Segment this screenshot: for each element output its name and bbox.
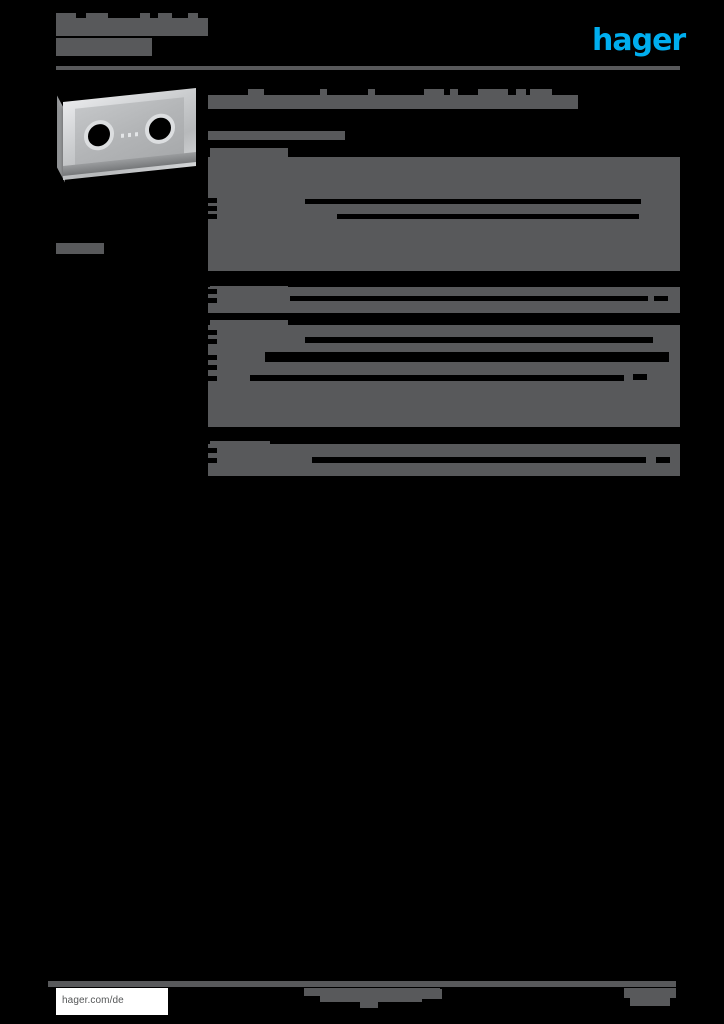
title-ascender [450, 89, 458, 95]
header-title-ascender [188, 13, 198, 19]
spec-row-notch [208, 206, 217, 211]
spec-leader-line [305, 337, 653, 343]
product-image [57, 88, 200, 185]
title-ascender [478, 89, 508, 95]
footer-page-number [624, 988, 676, 998]
spec-group-3-label [210, 320, 288, 329]
spec-row-notch [208, 289, 217, 294]
footer-center-text [320, 996, 422, 1002]
spec-value-gap [654, 296, 668, 301]
socket-cutout-right [145, 112, 175, 146]
footer-url-link[interactable]: hager.com/de [62, 995, 124, 1006]
spec-row-notch [208, 376, 217, 381]
spec-row-notch [208, 298, 217, 303]
title-ascender [516, 89, 526, 95]
spec-row-notch [208, 448, 217, 453]
spec-value-gap [656, 457, 670, 463]
spec-row-notch [208, 198, 217, 203]
header-title-ascender [158, 13, 172, 19]
socket-cutout-left [84, 118, 114, 152]
spec-row-notch [208, 214, 217, 219]
header-title-line-2 [56, 38, 152, 56]
main-subtitle-bar [208, 131, 345, 140]
spec-leader-line [265, 352, 669, 362]
spec-row-notch [208, 330, 217, 335]
title-ascender [530, 89, 552, 95]
hager-logo: hager [592, 23, 686, 58]
indicator-dots [121, 132, 141, 138]
footer-center-text [384, 989, 442, 999]
footer-page-number [630, 998, 670, 1006]
spec-row-notch [208, 458, 217, 463]
spec-value-gap [633, 374, 647, 380]
spec-leader-line [290, 296, 648, 301]
header-divider [56, 66, 680, 70]
footer-center-text [304, 988, 440, 996]
footer-url-box[interactable]: hager.com/de [56, 988, 168, 1015]
header-title-ascender [86, 13, 108, 19]
spec-row-notch [208, 365, 217, 370]
title-ascender [368, 89, 375, 95]
main-title-bar [208, 95, 578, 109]
spec-group-1-label [210, 148, 288, 158]
title-ascender [424, 89, 444, 95]
spec-leader-line [305, 199, 641, 204]
header-title-ascender [56, 13, 76, 19]
spec-leader-line [312, 457, 646, 463]
spec-row-notch [208, 339, 217, 344]
header-title-line-1 [56, 18, 208, 36]
header-title-ascender [140, 13, 150, 19]
title-ascender [320, 89, 327, 95]
spec-leader-line [250, 375, 624, 381]
spec-row-notch [208, 355, 217, 360]
title-ascender [248, 89, 264, 95]
footer-divider [48, 981, 676, 987]
spec-leader-line [337, 214, 639, 219]
product-image-caption [56, 243, 104, 254]
footer-center-text [360, 1002, 378, 1008]
